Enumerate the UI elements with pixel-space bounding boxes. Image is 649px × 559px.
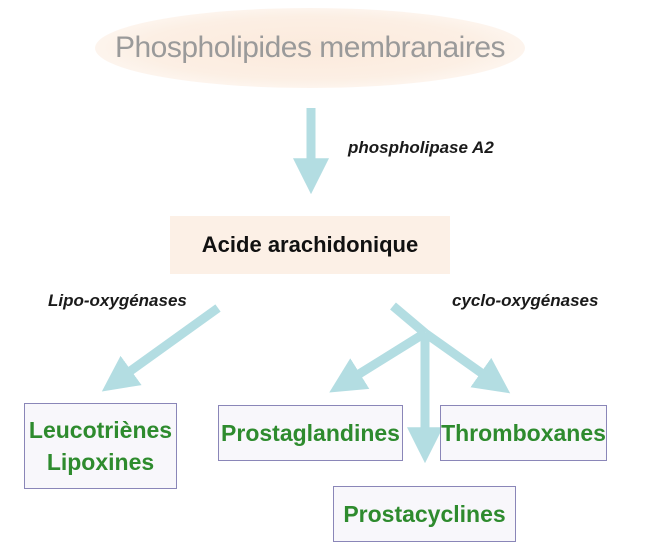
enzyme-label-lipo-oxygenases: Lipo-oxygénases <box>48 291 187 310</box>
product-label-leucotrienes: Leucotriènes <box>28 417 173 443</box>
hub-node-arachidonic-acid: Acide arachidonique <box>170 216 450 274</box>
arrow-to-thromboxanes <box>422 329 511 394</box>
product-box-leucotrienes-lipoxines: Leucotriènes Lipoxines <box>24 403 177 489</box>
product-box-prostaglandines: Prostaglandines <box>218 405 403 461</box>
product-box-prostacyclines: Prostacyclines <box>333 486 516 542</box>
arrow-to-prostaglandines <box>329 329 428 393</box>
arrow-hub-to-leucotrienes <box>101 304 221 392</box>
product-label-prostaglandines: Prostaglandines <box>221 420 400 446</box>
product-label-thromboxanes: Thromboxanes <box>441 420 606 446</box>
source-label: Phospholipides membranaires <box>114 31 506 64</box>
source-node-phospholipids: Phospholipides membranaires <box>95 8 525 88</box>
arrow-cyclo-trunk <box>390 302 428 337</box>
enzyme-label-phospholipase: phospholipase A2 <box>348 138 494 157</box>
hub-label: Acide arachidonique <box>201 232 419 257</box>
enzyme-label-cyclo-oxygenases: cyclo-oxygénases <box>452 291 599 310</box>
product-label-prostacyclines: Prostacyclines <box>343 501 506 527</box>
product-box-thromboxanes: Thromboxanes <box>440 405 607 461</box>
product-label-lipoxines: Lipoxines <box>46 449 155 475</box>
